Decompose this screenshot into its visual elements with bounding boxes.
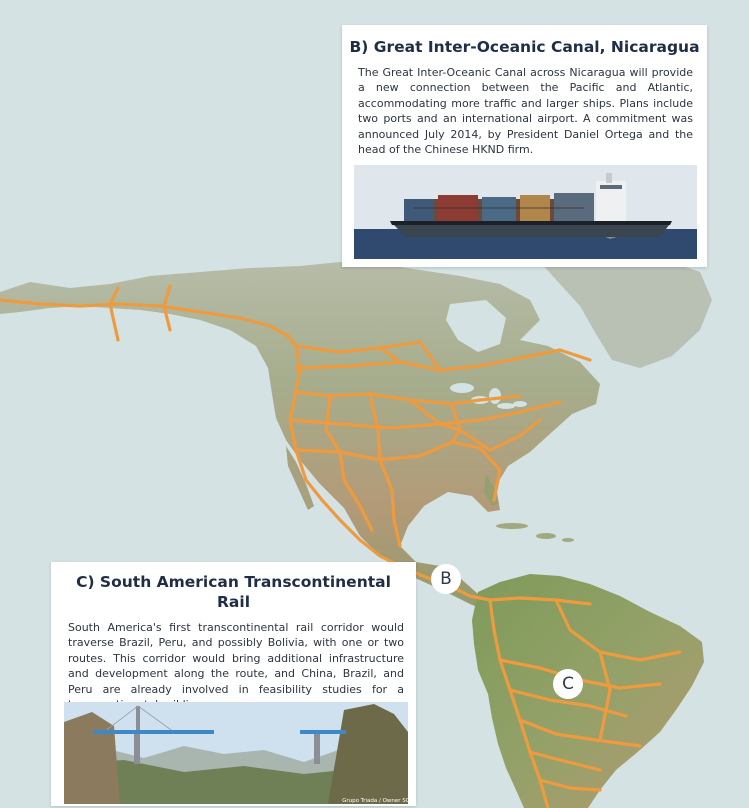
canal-panel-title: B) Great Inter-Oceanic Canal, Nicaragua [349, 38, 700, 56]
north-america-landmass [0, 262, 600, 614]
hudson-bay [446, 300, 506, 352]
canal-photo-credit: Ronnie Macdonald, CC by 2.0 [623, 259, 704, 265]
canal-panel-body: The Great Inter-Oceanic Canal across Nic… [358, 66, 693, 157]
cargo-ship-photo [354, 165, 697, 259]
caribbean-islands [496, 523, 574, 542]
bridge-construction-photo [64, 702, 408, 804]
rail-photo-credit: Grupo Triada / Owner SCT [342, 798, 413, 804]
rail-route-network [0, 284, 682, 808]
marker-c: C [553, 669, 583, 699]
rail-panel-title: C) South American Transcontinental Rail [76, 573, 391, 611]
canal-info-panel: B) Great Inter-Oceanic Canal, Nicaragua … [342, 25, 707, 267]
marker-b: B [431, 564, 461, 594]
rail-panel-body: South America's first transcontinental r… [68, 621, 404, 711]
rail-info-panel: C) South American Transcontinental Rail … [51, 562, 416, 806]
greenland-landmass [540, 252, 712, 368]
baja-peninsula [286, 446, 314, 510]
